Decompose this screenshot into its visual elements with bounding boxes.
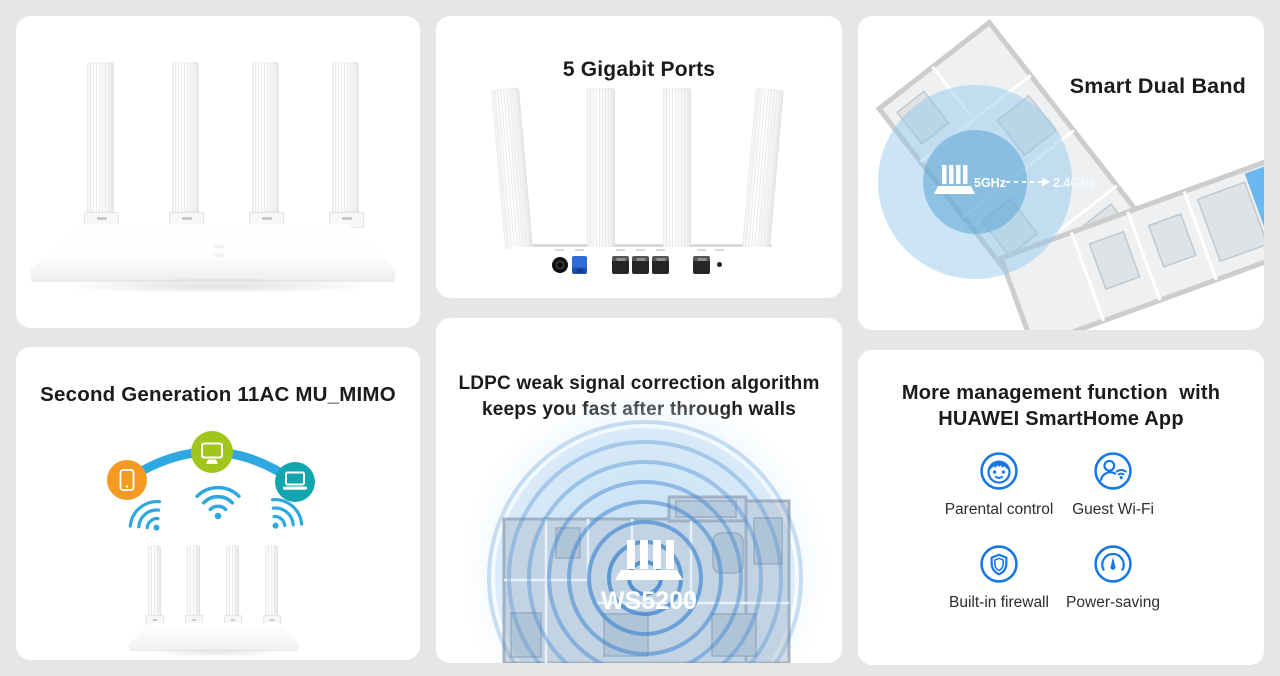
lan-port bbox=[612, 256, 629, 274]
router-glyph-icon bbox=[934, 165, 975, 194]
firewall-shield-icon bbox=[980, 545, 1018, 583]
title-line-1: More management function with bbox=[901, 382, 1221, 404]
band-5ghz-label: 5GHz bbox=[974, 176, 1006, 190]
feature-label: Built-in firewall bbox=[949, 594, 1049, 611]
feature-label: Power-saving bbox=[1066, 594, 1160, 611]
port-label-mark bbox=[697, 249, 706, 251]
router-model-label: WS5200 bbox=[601, 587, 697, 615]
highlighted-room bbox=[1244, 160, 1264, 255]
feature-power-saving: Power-saving bbox=[1038, 543, 1188, 612]
router-antenna bbox=[332, 62, 359, 212]
feature-guest-wifi: Guest Wi-Fi bbox=[1038, 450, 1188, 519]
floorplan-right-wing bbox=[997, 152, 1264, 330]
port-label-mark bbox=[575, 249, 584, 251]
parental-control-icon bbox=[980, 452, 1018, 490]
card-title: Smart Dual Band bbox=[1069, 74, 1246, 98]
router-glyph-icon bbox=[615, 540, 683, 580]
feature-label: Guest Wi-Fi bbox=[1072, 501, 1154, 518]
port-label-mark bbox=[616, 249, 625, 251]
feature-label: Parental control bbox=[944, 501, 1054, 518]
mu-mimo-card: Second Generation 11AC MU_MIMO bbox=[16, 347, 420, 660]
reset-pinhole bbox=[717, 262, 722, 267]
router-body bbox=[128, 623, 300, 651]
laptop-device-icon bbox=[275, 462, 315, 502]
router-front-card bbox=[16, 16, 420, 328]
router-antenna bbox=[226, 545, 239, 617]
feature-builtin-firewall: Built-in firewall bbox=[924, 543, 1074, 612]
power-saving-gauge-icon bbox=[1094, 545, 1132, 583]
card-title: Second Generation 11AC MU_MIMO bbox=[40, 383, 396, 406]
ldpc-card: LDPC weak signal correction algorithm ke… bbox=[436, 318, 842, 663]
dual-band-floorplan-graphic: 5GHz 2.4GHz bbox=[875, 19, 1264, 330]
router-antenna bbox=[87, 62, 114, 212]
wifi-signal-icon bbox=[128, 500, 162, 531]
card-title: More management function with HUAWEI Sma… bbox=[858, 380, 1264, 432]
router-antenna bbox=[663, 88, 691, 248]
title-line-1: LDPC weak signal correction algorithm bbox=[458, 373, 820, 394]
router-antenna bbox=[148, 545, 161, 617]
router-shadow bbox=[56, 278, 380, 294]
gigabit-ports-card: 5 Gigabit Ports bbox=[436, 16, 842, 298]
wan-port bbox=[572, 256, 587, 274]
band-2.4ghz-label: 2.4GHz bbox=[1053, 176, 1095, 190]
port-label-mark bbox=[555, 249, 564, 251]
dual-band-card: 5GHz 2.4GHz Smart Dual Band bbox=[858, 16, 1264, 330]
router-antenna bbox=[491, 87, 533, 250]
port-label-mark bbox=[636, 249, 645, 251]
router-antenna bbox=[742, 87, 784, 250]
title-line-2: HUAWEI SmartHome App bbox=[938, 408, 1184, 430]
phone-device-icon bbox=[107, 460, 147, 500]
smarthome-app-card: More management function with HUAWEI Sma… bbox=[858, 350, 1264, 665]
router-antenna bbox=[252, 62, 279, 212]
lan-port bbox=[693, 256, 710, 274]
router-antenna bbox=[587, 88, 615, 248]
router-shadow bbox=[146, 648, 286, 657]
guest-wifi-icon bbox=[1094, 452, 1132, 490]
port-label-mark bbox=[656, 249, 665, 251]
huawei-logo bbox=[213, 244, 225, 257]
port-label-mark bbox=[715, 249, 724, 251]
wifi-signal-icon bbox=[195, 485, 241, 520]
lan-port bbox=[632, 256, 649, 274]
router-antenna bbox=[187, 545, 200, 617]
router-edge-line bbox=[516, 244, 772, 247]
tv-device-icon bbox=[191, 431, 233, 473]
feature-parental-control: Parental control bbox=[924, 450, 1074, 519]
router-antenna bbox=[265, 545, 278, 617]
router-body bbox=[30, 224, 396, 282]
band-5g-coverage-circle bbox=[923, 130, 1027, 234]
lan-port bbox=[652, 256, 669, 274]
power-jack bbox=[552, 257, 568, 273]
multi-device-connection-graphic bbox=[107, 431, 315, 531]
router-antenna bbox=[172, 62, 199, 212]
coverage-floorplan-graphic: WS5200 bbox=[460, 385, 830, 663]
arrow-right-icon bbox=[1042, 177, 1050, 187]
wifi-signal-icon bbox=[270, 498, 304, 529]
card-title: 5 Gigabit Ports bbox=[562, 58, 716, 81]
